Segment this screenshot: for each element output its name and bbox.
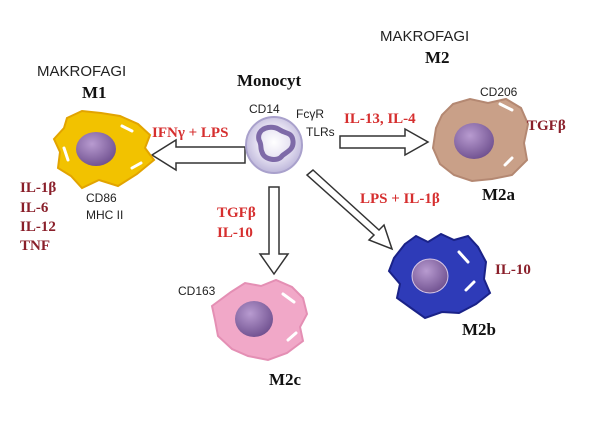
m2b-stimulus-label: LPS + IL-1β	[360, 191, 440, 207]
m1-cytokine-label: IL-1β	[20, 180, 57, 196]
m1-cytokine-label: TNF	[20, 238, 50, 254]
m2c-stimulus-label: TGFβ	[217, 205, 256, 221]
tlrs-label: TLRs	[306, 125, 335, 139]
fcgr-label: FcγR	[296, 107, 324, 121]
m2a-marker-label: CD206	[480, 85, 518, 99]
m2-makrofagi-label: MAKROFAGI	[380, 28, 470, 45]
m2c-macrophage-cell	[210, 278, 309, 362]
m2a-cytokine-label: TGFβ	[527, 118, 566, 134]
m1-marker-label: MHC II	[86, 208, 124, 222]
m2-title: M2	[425, 48, 450, 67]
m1-macrophage-cell	[52, 109, 156, 190]
m2a-title: M2a	[482, 185, 516, 204]
monocyte-title: Monocyt	[237, 71, 302, 90]
m2a-stimulus-label: IL-13, IL-4	[344, 111, 416, 127]
m1-cytokine-label: IL-6	[20, 200, 49, 216]
m2c-title: M2c	[269, 370, 302, 389]
m2c-marker-label: CD163	[178, 284, 216, 298]
m1-cytokine-label: IL-12	[20, 219, 56, 235]
cd14-label: CD14	[249, 102, 280, 116]
m2b-title: M2b	[462, 320, 496, 339]
arrow-to-m2c	[258, 186, 290, 276]
m1-marker-label: CD86	[86, 191, 117, 205]
arrow-to-m2a	[339, 127, 430, 157]
m1-makrofagi-label: MAKROFAGI	[37, 63, 127, 80]
m2b-cytokine-label: IL-10	[495, 262, 531, 278]
monocyte-cell	[245, 116, 303, 174]
m1-stimulus-label: IFNγ + LPS	[152, 125, 229, 141]
m2a-macrophage-cell	[431, 97, 530, 183]
m2b-macrophage-cell	[387, 232, 492, 320]
m2c-stimulus-label: IL-10	[217, 225, 253, 241]
arrow-to-m2b	[305, 169, 394, 251]
arrow-to-m1	[150, 138, 246, 172]
m1-title: M1	[82, 83, 107, 102]
monocyte-nucleus	[256, 124, 296, 162]
